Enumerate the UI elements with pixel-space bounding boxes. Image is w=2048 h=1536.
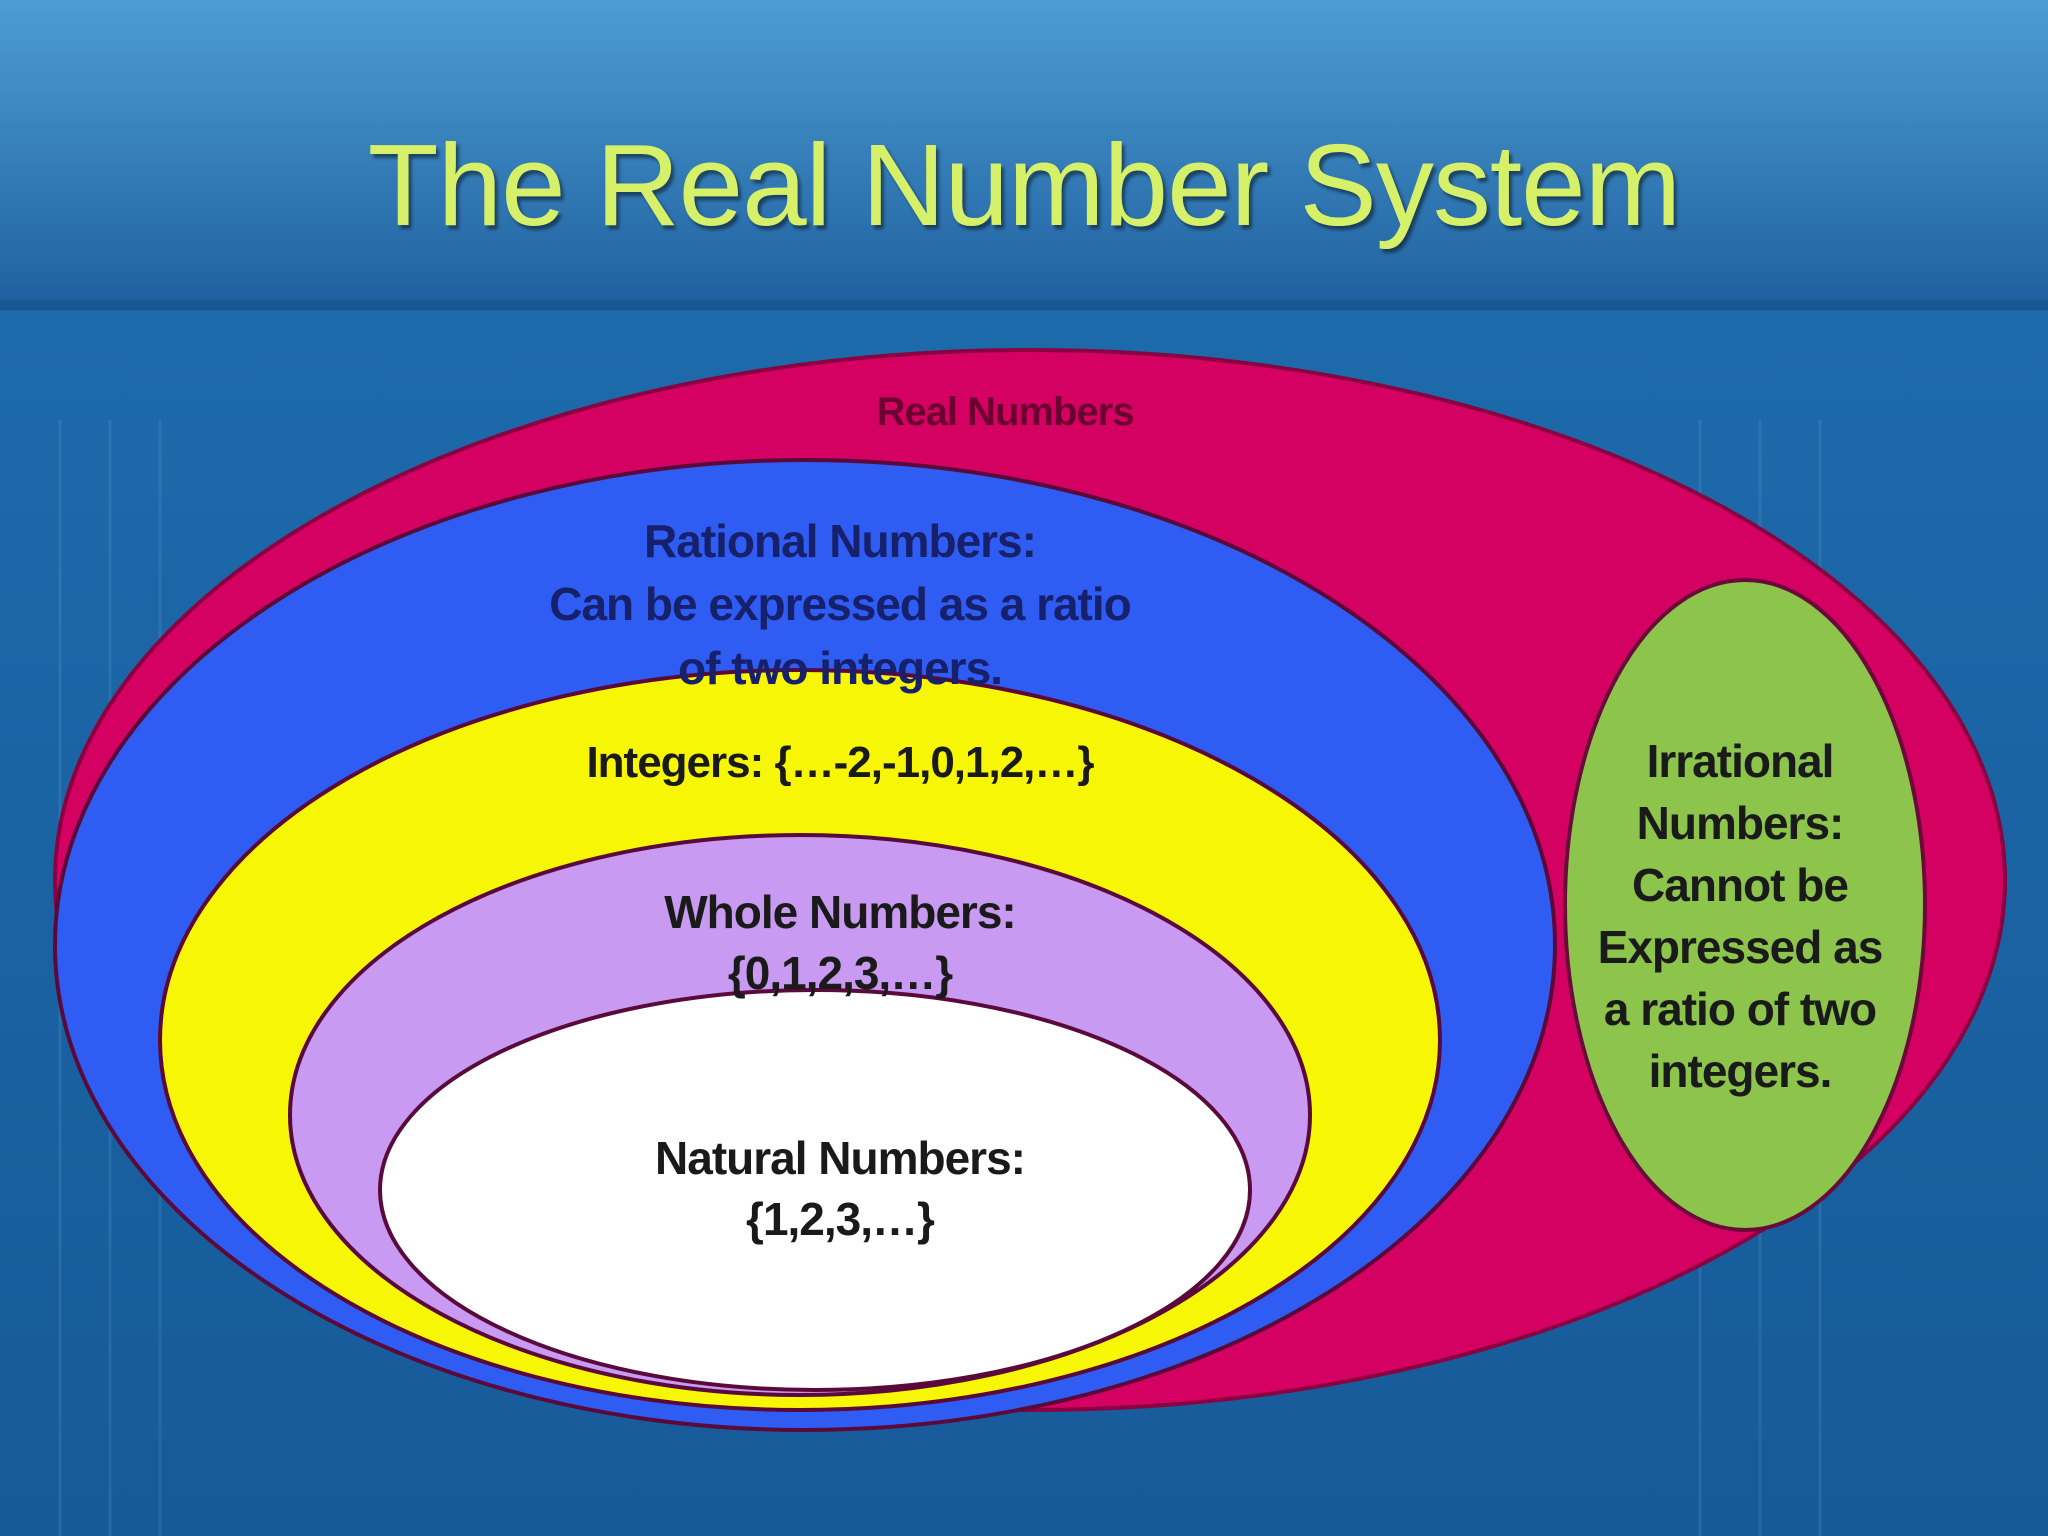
irrational-numbers-line: Cannot be xyxy=(1632,859,1849,912)
page-title: The Real Number System xyxy=(367,120,1681,250)
irrational-numbers-line: a ratio of two xyxy=(1603,983,1877,1036)
irrational-numbers-line: Irrational xyxy=(1646,735,1835,787)
rational-numbers-line: Can be expressed as a ratio xyxy=(549,578,1132,631)
irrational-numbers-line: integers. xyxy=(1648,1045,1833,1098)
whole-numbers-label: Whole Numbers: {0,1,2,3,…} xyxy=(520,882,1160,1003)
natural-numbers-line: {1,2,3,…} xyxy=(746,1192,935,1245)
real-numbers-label: Real Numbers xyxy=(876,390,1135,434)
rational-numbers-line: of two integers. xyxy=(678,641,1003,694)
natural-numbers-ellipse xyxy=(378,988,1252,1392)
irrational-numbers-ellipse xyxy=(1563,578,1927,1232)
rational-numbers-label: Rational Numbers: Can be expressed as a … xyxy=(420,510,1260,700)
natural-numbers-label: Natural Numbers: {1,2,3,…} xyxy=(540,1128,1140,1249)
irrational-numbers-label: Irrational Numbers: Cannot be Expressed … xyxy=(1560,730,1920,1103)
whole-numbers-line: Whole Numbers: xyxy=(664,886,1016,938)
irrational-numbers-line: Expressed as xyxy=(1597,921,1884,974)
natural-numbers-line: Natural Numbers: xyxy=(655,1132,1026,1184)
irrational-numbers-line: Numbers: xyxy=(1636,797,1845,850)
whole-numbers-line: {0,1,2,3,…} xyxy=(727,946,953,999)
rational-numbers-line: Rational Numbers: xyxy=(644,515,1037,567)
integers-label: Integers: {…-2,-1,0,1,2,…} xyxy=(586,738,1094,787)
